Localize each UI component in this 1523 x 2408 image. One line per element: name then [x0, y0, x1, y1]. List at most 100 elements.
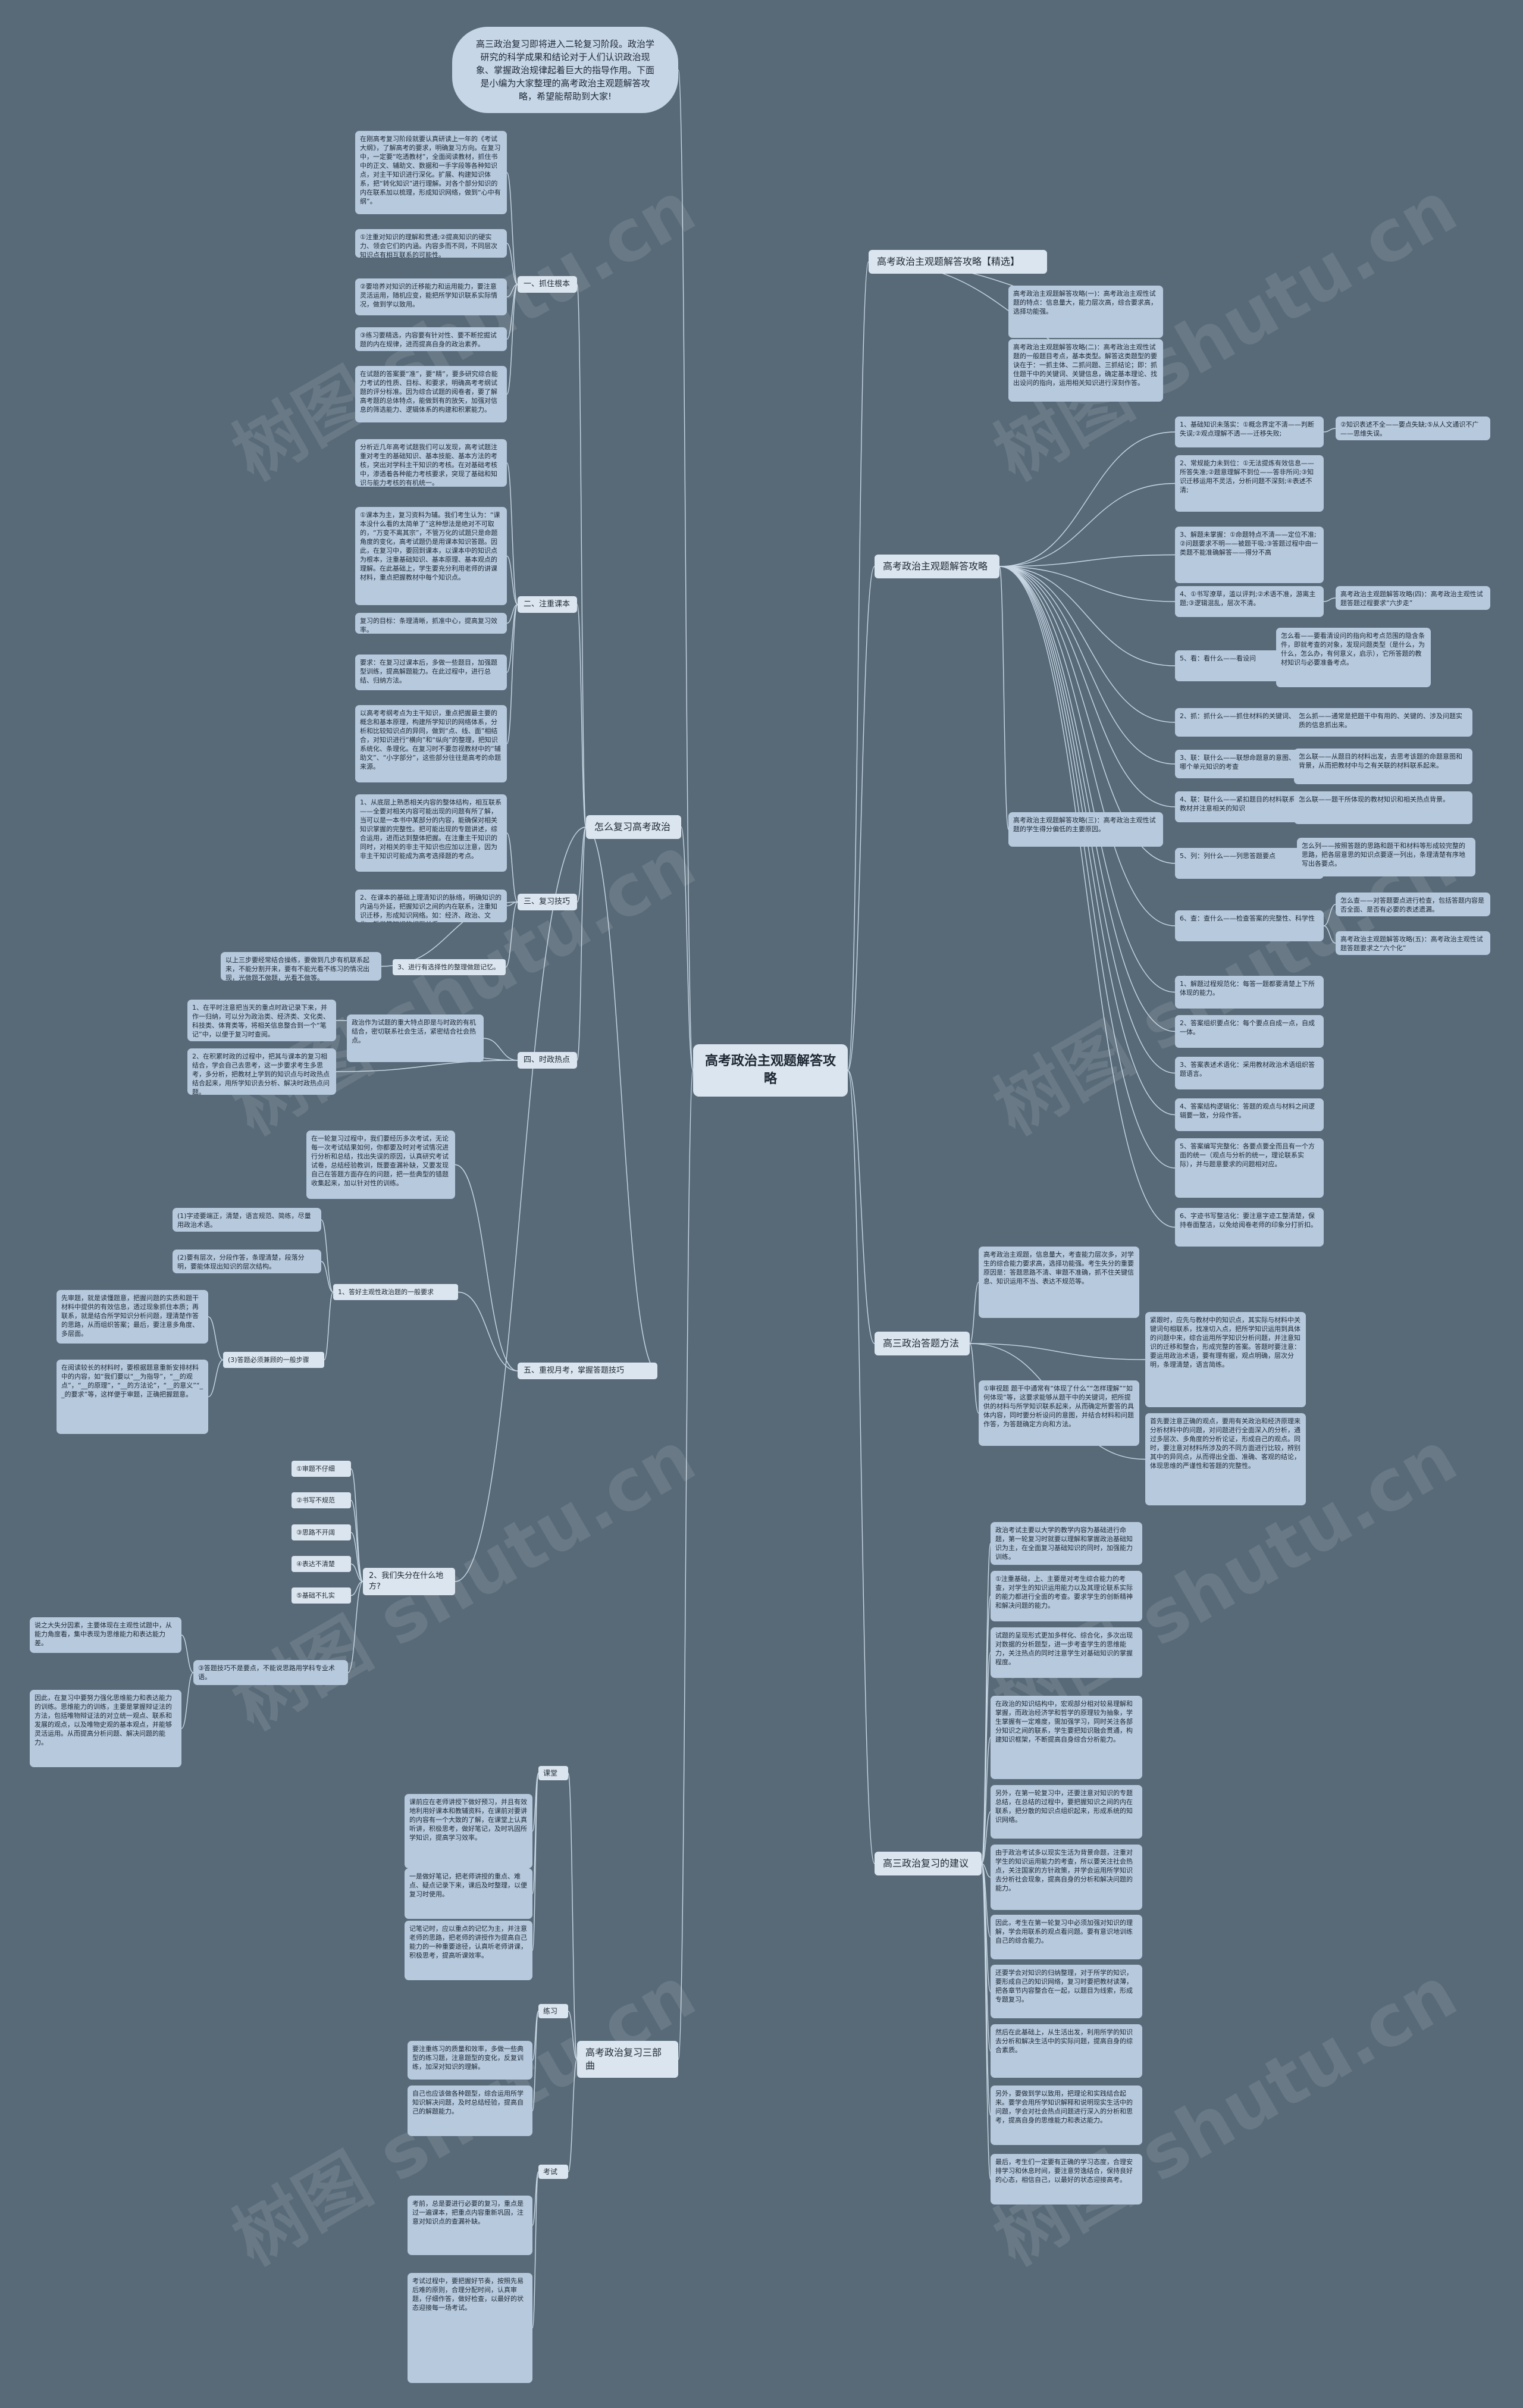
answer-tip[interactable]: 先审题，就是读懂题意，把握问题的实质和题干材料中提供的有效信息，透过现象抓住本质… — [57, 1290, 208, 1344]
six-requirement[interactable]: 2、答案组织要点化：每个要点自成一点，自成一体。 — [1175, 1015, 1324, 1048]
review-group-item[interactable]: 1、答好主观性政治题的一般要求 — [333, 1284, 458, 1300]
branch-how-to-review[interactable]: 怎么复习高考政治 — [586, 815, 681, 839]
review-group-item[interactable]: ④表达不清楚 — [292, 1556, 351, 1572]
method-step[interactable]: 6、查：查什么——检查答案的完整性、科学性 — [1175, 910, 1324, 941]
branch-answer-method[interactable]: 高三政治答题方法 — [875, 1332, 970, 1355]
review-item[interactable]: 试题的呈现形式更加多样化、综合化，多次出现对数据的分析题型，进一步考查学生的思维… — [991, 1627, 1142, 1678]
method-note[interactable]: 怎么看——要看清设问的指向和考点范围的隐含条件，即就考查的对象，发现问题类型（是… — [1276, 628, 1431, 687]
root-topic[interactable]: 高考政治主观题解答攻略 — [693, 1044, 848, 1097]
three-step-item[interactable]: 自己也应该做各种题型，综合运用所学知识解决问题，及时总结经验，提高自己的解题能力… — [408, 2086, 532, 2136]
three-step-item[interactable]: 考试过程中，要把握好节奏，按照先易后难的原则，合理分配时间，认真审题，仔细作答，… — [408, 2273, 532, 2383]
review-group-item[interactable]: ②要培养对知识的迁移能力和运用能力，要注意灵活运用，随机应变，能把所学知识联系实… — [355, 278, 507, 315]
six-requirement[interactable]: 5、答案编写完整化：各要点要全而且有一个方面的统一（观点与分析的统一，理论联系实… — [1175, 1138, 1324, 1198]
connector-line — [506, 604, 518, 744]
three-step-item[interactable]: 一是做好笔记，把老师讲授的重点、难点、疑点记录下来，课后及时整理，以便复习时使用… — [405, 1868, 532, 1919]
review-group-item[interactable]: 3、进行有选择性的整理做题记忆。 — [393, 959, 506, 975]
review-item[interactable]: 另外，要做到学以致用，把理论和实践结合起来。要学会用所学知识解释和说明现实生活中… — [991, 2086, 1142, 2145]
three-step-item[interactable]: 记笔记时，应以重点的记忆为主，并注意老师的思路，把老师的讲授作为提高自己能力的一… — [405, 1921, 532, 1980]
connector-line — [981, 1811, 991, 1864]
review-group-item[interactable]: ③练习要精选，内容要有针对性、要不断挖掘试题的内在规律，进而提高自身的政治素养。 — [355, 327, 507, 351]
review-group-item[interactable]: 复习的目标：条理清晰，抓准中心，提高复习效率。 — [355, 613, 507, 634]
review-group-aside[interactable]: 政治作为试题的重大特点即是与时政的有机结合，密切联系社会生活，紧密结合社会热点。 — [347, 1014, 484, 1062]
three-step-item[interactable]: 课前应在老师讲授下做好预习，并且有效地利用好课本和教辅资料，在课前对要讲的内容有… — [405, 1794, 532, 1868]
answer-detail[interactable]: 首先要注意正确的观点，要用有关政治和经济原理来分析材料中的问题，对问题进行全面深… — [1145, 1413, 1306, 1505]
method-step[interactable]: 2、常规能力未到位：①无法提炼有效信息——所答失准;②题意理解不到位——答非所问… — [1175, 455, 1324, 512]
connector-line — [568, 1773, 578, 2060]
three-step-label[interactable]: 练习 — [538, 2004, 568, 2018]
branch-three-steps[interactable]: 高考政治复习三部曲 — [577, 2041, 678, 2078]
review-group-item[interactable]: 在一轮复习过程中，我们要经历多次考试，无论每一次考试结果如何，你都要及时对考试情… — [306, 1131, 455, 1199]
answer-tip[interactable]: (2)要有层次，分段作答，条理清楚，段落分明，要能体现出知识的层次结构。 — [173, 1250, 321, 1273]
review-item[interactable]: 在政治的知识结构中，宏观部分相对较易理解和掌握，而政治经济学和哲学的原理较为抽象… — [991, 1696, 1142, 1779]
review-item[interactable]: ①注重基础，上、主要是对考生综合能力的考查，对学生的知识运用能力以及其理论联系实… — [991, 1571, 1142, 1621]
answer-tip[interactable]: 在阅读较长的材料时，要根据题意重新安排材料中的内容，如“我们要以“__为指导”，… — [57, 1360, 208, 1434]
review-group-item[interactable]: ②书写不规范 — [292, 1492, 351, 1508]
connector-line — [506, 555, 518, 605]
review-group-item[interactable]: 以高考考纲考点为主干知识，重点把握最主要的概念和基本原理，构建所学知识的网络体系… — [355, 705, 507, 782]
review-group-aside[interactable]: 以上三步要经常结合操练，要做到几步有机联系起来，不能分割开来，要有不能光看不练习… — [221, 952, 381, 981]
review-group-item[interactable]: 1、在平时注意把当天的重点时政记录下来，并作一归纳，可以分为政治类、经济类、文化… — [187, 1000, 336, 1041]
review-item[interactable]: 还要学会对知识的归纳整理，对于所学的知识，要形成自己的知识网络，复习时要把教材读… — [991, 1965, 1142, 2018]
review-tail[interactable]: ③答题技巧不是要点，不能说思路用学科专业术语。 — [193, 1660, 348, 1685]
review-group-item[interactable]: 分析近几年高考试题我们可以发现，高考试题注重对考生的基础知识、基本技能、基本方法… — [355, 439, 507, 487]
review-group-label[interactable]: 二、注重课本 — [518, 596, 577, 613]
method-note[interactable]: 怎么列——按照答题的思路和题干和材料等形成较完整的思路，把各层意思的知识点要逐一… — [1297, 838, 1475, 876]
review-group-label[interactable]: 三、复习技巧 — [518, 894, 577, 910]
intro-summary[interactable]: 高三政治复习即将进入二轮复习阶段。政治学研究的科学成果和结论对于人们认识政治现象… — [452, 27, 678, 113]
answer-item[interactable]: ①审视题 题干中通常有“体现了什么”“怎样理解”“如何体现”等，这要求能够从题干… — [979, 1380, 1139, 1446]
review-group-item[interactable]: 在试题的答案要“准”，要“精”，要多研究综合能力考试的性质、目标、和要求，明确高… — [355, 366, 507, 422]
three-step-label[interactable]: 课堂 — [538, 1766, 568, 1780]
review-group-item[interactable]: 在刚高考复习阶段就要认真研读上一年的《考试大纲》，了解高考的要求，明确复习方向。… — [355, 131, 507, 214]
answer-tip[interactable]: (3)答题必须兼顾的一般步骤 — [223, 1352, 324, 1368]
review-group-item[interactable]: 1、从底层上熟悉相关内容的整体结构，相互联系——全要对相关内容可能出现的问题有所… — [355, 794, 507, 872]
review-group-item[interactable]: ③思路不开阔 — [292, 1524, 351, 1540]
attack-item[interactable]: 高考政治主观题解答攻略(二)：高考政治主观性试题的一般题目考点，基本类型。解答这… — [1008, 339, 1163, 402]
answer-item[interactable]: 高考政治主观题，信息量大，考查能力层次多，对学生的综合能力要求高，选择功能强。考… — [979, 1247, 1139, 1318]
review-group-item[interactable]: ①课本为主，复习资料为辅。我们考生认为：“课本没什么看的太简单了”这种想法是绝对… — [355, 507, 507, 605]
branch-method[interactable]: 高考政治主观题解答攻略 — [875, 555, 999, 578]
branch-attack-guide[interactable]: 高考政治主观题解答攻略【精选】 — [869, 250, 1047, 274]
three-step-item[interactable]: 考前，总是要进行必要的复习，重点是过一遍课本，把重点内容重新巩固，注意对知识点的… — [408, 2196, 532, 2255]
method-note[interactable]: 怎么抓——通常是把题干中有用的、关键的、涉及问题实质的信息抓出来。 — [1294, 708, 1472, 737]
review-group-item[interactable]: 2、在课本的基础上理清知识的脉络，明确知识的内涵与外延，把握知识之间的内在联系，… — [355, 890, 507, 922]
review-group-label[interactable]: 五、重视月考，掌握答题技巧 — [518, 1363, 657, 1379]
method-step[interactable]: 3、解题未掌握：①命题特点不清——定位不准;②问题要求不明——被题干吸;③答题过… — [1175, 527, 1324, 583]
review-group-label[interactable]: 2、我们失分在什么地方? — [363, 1568, 455, 1595]
method-step[interactable]: 4、①书写潦草，滥以评判;②术语不准，游离主题;③逻辑混乱，层次不清。 — [1175, 586, 1324, 617]
six-requirement[interactable]: 6、字迹书写整洁化：要注意字迹工整清楚，保持卷面整洁，以免给阅卷老师的印象分打折… — [1175, 1208, 1324, 1247]
review-item[interactable]: 由于政治考试多以现实生活为背景命题，注重对学生的知识运用能力的考查，所以要关注社… — [991, 1845, 1142, 1910]
method-note[interactable]: ②知识表述不全——要点失缺;⑤从人文通识不广——思维失误。 — [1336, 417, 1490, 440]
review-item[interactable]: 政治考试主要以大学的教学内容为基础进行命题，第一轮复习时就要以理解和掌握政治基础… — [991, 1522, 1142, 1565]
method-step[interactable]: 1、基础知识未落实：①概念界定不清——判断失误;②观点理解不透——迁移失败; — [1175, 417, 1324, 447]
review-group-item[interactable]: 要求：在复习过课本后，多做一些题目，加强题型训练，提高解题能力。在此过程中，进行… — [355, 655, 507, 690]
review-group-item[interactable]: ①注重对知识的理解和贯通;②提高知识的硬实力、领会它们的内涵。内容多而不同，不同… — [355, 229, 507, 258]
method-note[interactable]: 高考政治主观题解答攻略(四)：高考政治主观性试题答题过程要求“六步走” — [1336, 586, 1490, 610]
branch-review-advice[interactable]: 高三政治复习的建议 — [875, 1852, 982, 1875]
six-requirement[interactable]: 3、答案表述术语化：采用教材政治术语组织答题语言。 — [1175, 1057, 1324, 1089]
method-note[interactable]: 高考政治主观题解答攻略(五)：高考政治主观性试题答题要求之“六个化” — [1336, 931, 1490, 955]
answer-tip[interactable]: (1)字迹要端正，清楚，语言规范、简练，尽量用政治术语。 — [173, 1208, 321, 1232]
method-note[interactable]: 怎么联——题干所体现的教材知识和相关热点背景。 — [1294, 791, 1472, 824]
review-group-label[interactable]: 一、抓住根本 — [518, 276, 577, 293]
six-requirement[interactable]: 4、答案结构逻辑化：答题的观点与材料之间逻辑要一致，分段作答。 — [1175, 1098, 1324, 1131]
review-group-item[interactable]: ①审题不仔细 — [292, 1461, 351, 1477]
connector-line — [847, 1070, 875, 1864]
three-step-label[interactable]: 考试 — [538, 2165, 568, 2179]
review-tail[interactable]: 因此，在复习中要努力强化思维能力和表达能力的训练。思维能力的训练，主要是掌握辩证… — [30, 1690, 181, 1767]
method-note[interactable]: 怎么查——对答题要点进行检查，包括答题内容是否全面、是否有必要的表述遗漏。 — [1336, 893, 1490, 916]
review-group-label[interactable]: 四、时政热点 — [518, 1052, 577, 1069]
review-item[interactable]: 因此，考生在第一轮复习中必须加强对知识的理解，学会用联系的观点看问题。要有意识地… — [991, 1915, 1142, 1959]
review-group-item[interactable]: 2、在积累时政的过程中，把其与课本的复习相结合，学会自己去思考，这一步要求考生多… — [187, 1048, 336, 1095]
answer-detail[interactable]: 紧跟时，应先与教材中的知识点，其实际与材料中关键词句相联系，找准切入点，把所学知… — [1145, 1312, 1306, 1407]
review-item[interactable]: 最后，考生们一定要有正确的学习态度，合理安排学习和休息时间，要注意劳逸结合，保持… — [991, 2154, 1142, 2205]
connector-line — [999, 566, 1176, 666]
method-main[interactable]: 高考政治主观题解答攻略(三)：高考政治主观性试题的学生得分偏低的主要原因。 — [1008, 812, 1163, 847]
three-step-item[interactable]: 要注重练习的质量和效率，多做一些典型的练习题，注意题型的变化，反复训练，加深对知… — [408, 2041, 532, 2080]
attack-item[interactable]: 高考政治主观题解答攻略(一)：高考政治主观性试题的特点：信息量大，能力层次高，综… — [1008, 286, 1163, 338]
review-item[interactable]: 另外，在第一轮复习中，还要注意对知识的专题总结，在总结的过程中，要把握知识之间的… — [991, 1785, 1142, 1839]
method-note[interactable]: 怎么联——从题目的材料出发，去思考该题的命题意图和背景，从而把教材中与之有关联的… — [1294, 749, 1472, 784]
review-tail[interactable]: 说之大失分因素，主要体现在主观性试题中，从能力角度看，集中表现为思维能力和表达能… — [30, 1617, 181, 1653]
review-item[interactable]: 然后在此基础上，从生活出发，利用所学的知识去分析和解决生活中的实际问题，提高自身… — [991, 2024, 1142, 2078]
six-requirement[interactable]: 1、解题过程规范化：每答一题都要清楚上下所体现的能力。 — [1175, 976, 1324, 1009]
review-group-item[interactable]: ⑤基础不扎实 — [292, 1587, 351, 1604]
